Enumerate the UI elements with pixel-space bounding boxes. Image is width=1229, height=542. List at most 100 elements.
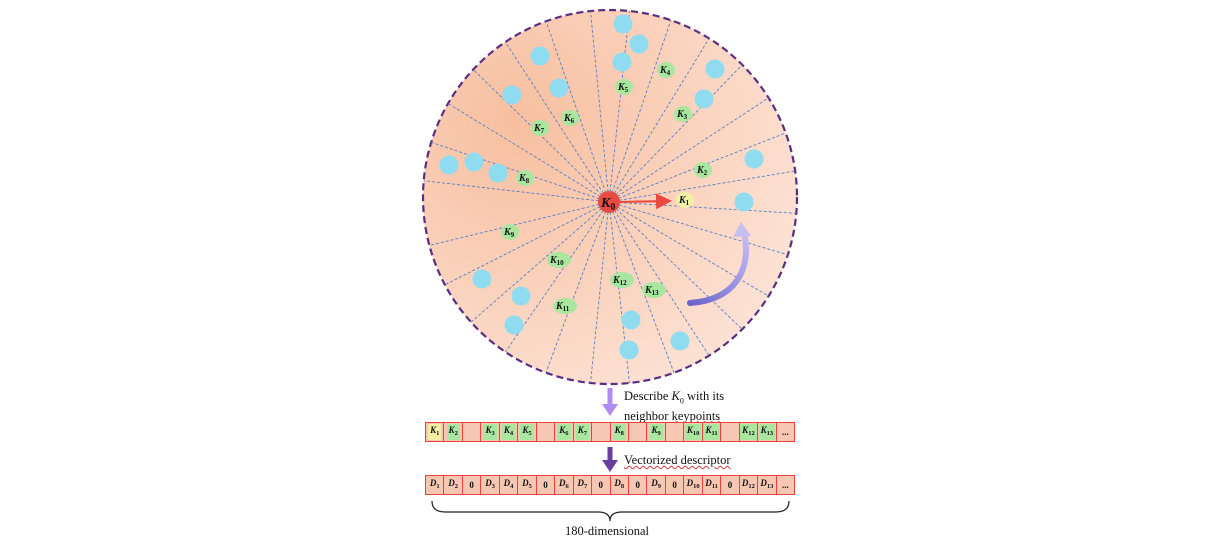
descriptor-entry: D8 xyxy=(614,478,625,490)
keypoint-cell: K12 xyxy=(739,423,759,441)
sector-spoke xyxy=(608,201,710,356)
sector-label-9: K9 xyxy=(503,227,515,239)
sector-spoke xyxy=(431,141,610,203)
descriptor-entry: 0 xyxy=(469,479,474,490)
sector-spoke xyxy=(472,69,610,203)
sector-label-1: K1 xyxy=(678,195,690,207)
descriptor-cell: D12 xyxy=(739,476,759,494)
descriptor-cell: 0 xyxy=(665,476,685,494)
descriptor-cell: D2 xyxy=(444,476,463,494)
descriptor-entry: D10 xyxy=(686,478,700,490)
sector-label-2: K2 xyxy=(696,165,708,177)
keypoint-cell: K8 xyxy=(610,423,629,441)
descriptor-cell: ... xyxy=(776,476,795,494)
descriptor-entry: ... xyxy=(781,479,789,490)
sector-spoke xyxy=(608,201,788,256)
keypoint-cell: K11 xyxy=(702,423,722,441)
descriptor-entry: D9 xyxy=(651,478,662,490)
descriptor-cell: D5 xyxy=(518,476,537,494)
descriptor-entry: D5 xyxy=(522,478,532,490)
sector-label-bg xyxy=(657,62,675,78)
descriptor-entry: D11 xyxy=(705,478,718,490)
sector-label-bg xyxy=(547,252,571,268)
descriptor-cell: 0 xyxy=(721,476,740,494)
neighbor-keypoint-dot xyxy=(629,34,649,54)
sector-label-13: K13 xyxy=(644,285,659,297)
sector-label-bg xyxy=(516,170,534,186)
keypoint-cell xyxy=(721,423,740,441)
keypoint-cell xyxy=(592,423,611,441)
neighbor-keypoint-dot xyxy=(472,269,492,289)
sector-label-8: K8 xyxy=(518,173,530,185)
descriptor-entry: 0 xyxy=(598,479,604,490)
direction-arrow xyxy=(619,193,672,210)
keypoint-cell xyxy=(665,423,685,441)
sector-label-12: K12 xyxy=(612,275,627,287)
sector-spoke xyxy=(608,170,796,203)
dimension-label: 180-dimensional xyxy=(565,524,650,538)
sector-spoke xyxy=(590,10,610,203)
sector-spoke xyxy=(608,64,743,203)
keypoint-cell: K3 xyxy=(481,423,500,441)
sector-label-bg xyxy=(553,298,577,314)
sector-label-bg xyxy=(694,162,712,178)
descriptor-cell: 0 xyxy=(628,476,648,494)
descriptor-entry: D13 xyxy=(760,478,774,490)
neighbor-keypoint-dot xyxy=(530,46,550,66)
sector-label-bg xyxy=(561,110,579,126)
sector-label-bg xyxy=(615,79,633,95)
sector-label-3: K3 xyxy=(676,109,688,121)
descriptor-cell: D6 xyxy=(555,476,574,494)
neighbor-keypoint-dot xyxy=(613,14,633,34)
rotation-arrowhead xyxy=(733,222,751,237)
keypoint-cell: ... xyxy=(776,423,795,441)
sector-spoke xyxy=(608,201,797,214)
keypoint-cell: K9 xyxy=(647,423,666,441)
rotation-arrow xyxy=(687,229,749,306)
keypoint-cell: K7 xyxy=(573,423,593,441)
step2-caption: Vectorized descriptor xyxy=(624,453,731,467)
keypoint-cell: K2 xyxy=(444,423,463,441)
keypoint-entry: ... xyxy=(781,426,789,437)
descriptor-cell: 0 xyxy=(536,476,556,494)
neighbor-keypoint-dot xyxy=(464,152,484,172)
keypoint-cell xyxy=(536,423,556,441)
descriptor-cell: D8 xyxy=(610,476,629,494)
descriptor-cell: D11 xyxy=(702,476,722,494)
keypoint-entry: K10 xyxy=(684,424,702,440)
descriptor-entry: 0 xyxy=(543,479,548,490)
neighbor-keypoint-dot xyxy=(705,59,725,79)
sector-label-bg xyxy=(610,272,634,288)
keypoint-cell xyxy=(628,423,648,441)
sector-spoke xyxy=(505,41,610,203)
sector-label-bg xyxy=(531,120,549,136)
sector-spoke xyxy=(608,201,675,373)
neighbor-keypoint-dot xyxy=(511,286,531,306)
neighbor-keypoint-dot xyxy=(439,155,459,175)
descriptor-entry: 0 xyxy=(672,479,677,490)
neighbor-keypoints xyxy=(439,14,764,360)
sector-label-10: K10 xyxy=(549,255,564,267)
keypoint-cell: K1 xyxy=(426,423,445,441)
sector-spoke xyxy=(608,38,710,203)
descriptor-entry: D1 xyxy=(429,478,440,490)
descriptor-entry: 0 xyxy=(635,479,640,490)
descriptor-entry: D2 xyxy=(448,478,459,490)
sector-label-4: K4 xyxy=(659,65,671,77)
sector-spoke xyxy=(429,201,610,246)
sector-spoke xyxy=(608,201,769,297)
sector-spoke xyxy=(608,20,672,203)
sector-label-5: K5 xyxy=(617,82,629,94)
neighbor-keypoint-dot xyxy=(694,89,714,109)
keypoint-entry: K11 xyxy=(703,424,720,440)
sector-spoke xyxy=(545,21,610,203)
step1-arrowhead xyxy=(602,404,618,416)
neighbor-keypoint-dot xyxy=(734,192,754,212)
sector-label-11: K11 xyxy=(555,301,570,313)
neighbor-keypoint-dot xyxy=(549,78,569,98)
descriptor-cell: 0 xyxy=(592,476,611,494)
keypoint-entry: K3 xyxy=(483,424,497,440)
sector-label-bg xyxy=(642,282,666,298)
